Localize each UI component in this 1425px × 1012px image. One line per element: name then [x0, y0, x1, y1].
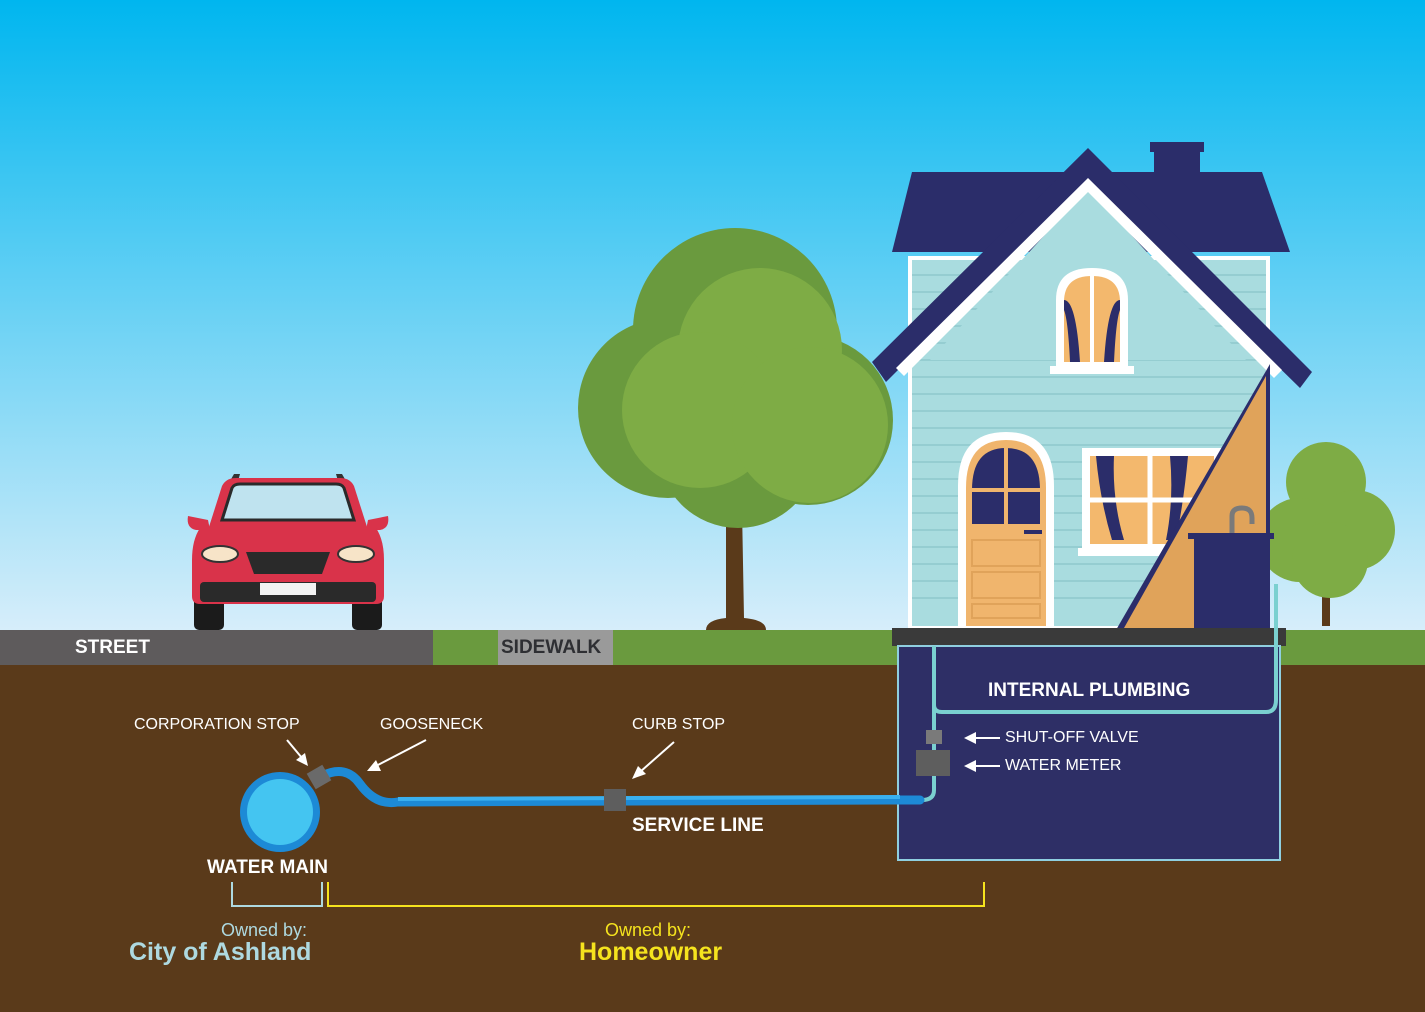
tree-small — [1258, 442, 1395, 626]
internal-plumbing-label: INTERNAL PLUMBING — [988, 680, 1191, 701]
sidewalk-label: SIDEWALK — [501, 637, 602, 658]
service-line-pipe — [317, 767, 925, 808]
curb-stop-label: CURB STOP — [632, 716, 726, 733]
service-line-label: SERVICE LINE — [632, 815, 764, 836]
homeowner-owned-by-caption: Owned by: — [605, 920, 692, 940]
basement-box — [897, 645, 1281, 861]
water-meter-label: WATER METER — [1005, 757, 1122, 774]
sidewalk-surface — [498, 630, 613, 665]
car — [187, 474, 389, 630]
homeowner-owner-name: Homeowner — [579, 938, 723, 966]
gooseneck-label: GOOSENECK — [380, 716, 484, 733]
tree-large — [578, 228, 893, 630]
water-meter-icon — [916, 750, 950, 776]
house — [872, 142, 1312, 646]
corporation-stop-label: CORPORATION STOP — [134, 716, 300, 733]
shutoff-valve-label: SHUT-OFF VALVE — [1005, 729, 1139, 746]
curb-stop-icon — [604, 789, 626, 811]
city-ownership-bracket — [231, 882, 323, 907]
water-main-label: WATER MAIN — [207, 857, 329, 878]
fitting-arrows — [286, 739, 675, 779]
service-line-highlight — [397, 795, 901, 801]
city-owner-name: City of Ashland — [129, 938, 312, 966]
city-owned-by-caption: Owned by: — [221, 920, 308, 940]
street-label: STREET — [75, 637, 150, 658]
street-surface — [0, 630, 433, 665]
corporation-stop-icon — [306, 764, 332, 790]
homeowner-ownership-bracket — [327, 882, 985, 907]
valve-meter-arrows — [964, 732, 1000, 772]
water-main-inner — [247, 779, 313, 845]
shutoff-valve-icon — [926, 730, 942, 744]
